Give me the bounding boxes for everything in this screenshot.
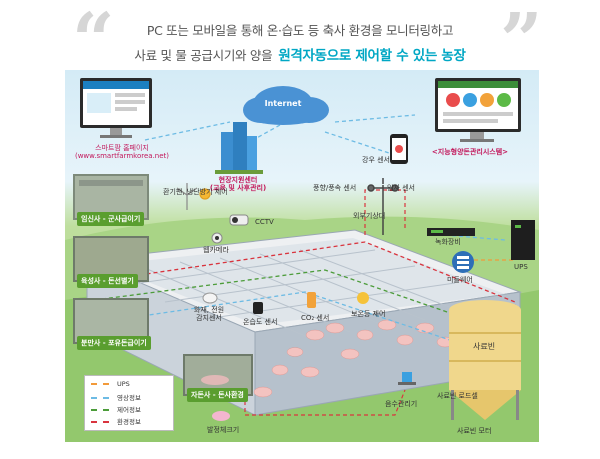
legend: UPS 영상정보 제어정보 환경정보 [84, 375, 174, 431]
co2-sensor-label: CO₂ 센서 [301, 314, 329, 322]
wind-sensor-label: 풍향/풍속 센서 [313, 184, 356, 192]
fire-sensor-icon [203, 293, 217, 303]
legend-swatch [91, 409, 109, 411]
estrus-checker-icon [212, 411, 230, 421]
web-camera-icon [212, 233, 222, 243]
heater-lamp-icon [357, 292, 369, 304]
legend-item-environment: 환경정보 [91, 416, 141, 425]
legend-swatch [91, 383, 109, 385]
water-meter-label: 음수관리기 [385, 400, 417, 408]
header-line-1: PC 또는 모바일을 통해 온·습도 등 축사 환경을 모니터링하고 [0, 20, 600, 39]
heater-control-label: 보온등 제어 [351, 310, 385, 318]
link-line [145, 122, 230, 140]
legend-label: 제어정보 [117, 406, 141, 414]
cctv-icon [230, 215, 248, 225]
link-line [325, 132, 395, 155]
system-monitor-icon [435, 78, 521, 142]
header-line-2: 사료 및 물 공급시기와 양을 원격자동으로 제어할 수 있는 농장 [0, 44, 600, 64]
feed-loadcell-label: 사료빈 로드셀 [437, 392, 478, 400]
camera-label: 웹카메라 [203, 246, 229, 254]
fire-sensor-label-1: 화재, 전원 [187, 306, 231, 314]
middleware-icon [452, 251, 474, 273]
weather-station-label: 외부기상대 [353, 212, 385, 220]
zone-tag-grower: 육성사 - 돈선별기 [77, 274, 138, 288]
legend-label: 환경정보 [117, 418, 141, 426]
zone-tag-nursery: 자돈사 - 돈사환경 [187, 388, 248, 402]
open-quote-mark: “ [72, 4, 115, 78]
zone-tag-gestation: 임신사 - 군사급이기 [77, 212, 144, 226]
legend-item-control: 제어정보 [91, 404, 141, 413]
support-center-title: 현장지원센터 [195, 176, 281, 184]
legend-swatch [91, 421, 109, 423]
homepage-title: 스마트팜 홈페이지 [67, 144, 177, 152]
header: “ ” PC 또는 모바일을 통해 온·습도 등 축사 환경을 모니터링하고 사… [0, 0, 600, 70]
legend-item-ups: UPS [91, 380, 130, 389]
feed-bin-label: 사료빈 [473, 342, 495, 351]
feed-motor-label: 사료빈 모터 [457, 427, 491, 435]
fan-control-label: 환기팬, 냉난방기 제어 [163, 188, 228, 196]
sun-sensor-label: 일사 센서 [387, 184, 415, 192]
estrus-check-label: 발정체크기 [207, 426, 239, 434]
smart-system-label: <지능형양돈관리시스템> [415, 148, 525, 156]
internet-label: Internet [240, 99, 326, 108]
recorder-label: 녹화장비 [435, 238, 461, 246]
legend-label: UPS [117, 380, 130, 388]
cctv-label: CCTV [255, 218, 274, 226]
middleware-label: 미들웨어 [447, 276, 473, 284]
temp-sensor-label: 온습도 센서 [243, 318, 277, 326]
homepage-url: (www.smartfarmkorea.net) [67, 152, 177, 160]
rain-sensor-label: 강우 센서 [362, 156, 390, 164]
recorder-icon [427, 228, 475, 236]
legend-label: 영상정보 [117, 394, 141, 402]
zone-tag-farrowing: 분만사 - 포유돈급이기 [77, 336, 151, 350]
ups-label: UPS [514, 263, 528, 271]
support-center-building-icon [215, 122, 263, 174]
homepage-monitor-icon [80, 78, 152, 138]
legend-swatch [91, 397, 109, 399]
co2-sensor-icon [307, 292, 316, 308]
link-line [335, 115, 415, 122]
close-quote-mark: ” [500, 4, 543, 78]
header-line-2-prefix: 사료 및 물 공급시기와 양을 [134, 48, 272, 63]
legend-item-video: 영상정보 [91, 392, 141, 401]
temperature-sensor-icon [253, 302, 263, 314]
fire-sensor-label-2: 감지센서 [187, 314, 231, 322]
smartphone-icon [390, 134, 408, 164]
header-highlight: 원격자동으로 제어할 수 있는 농장 [278, 48, 465, 64]
ups-icon [511, 220, 535, 260]
